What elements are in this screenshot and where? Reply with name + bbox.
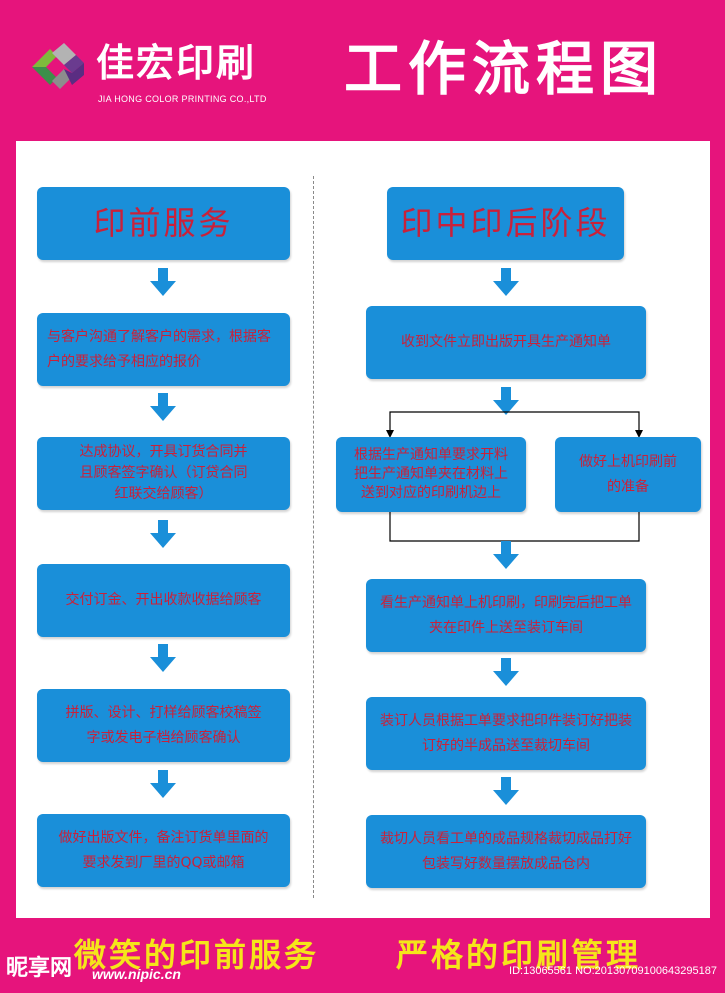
left-step-4: 拼版、设计、打样给顾客校稿签字或发电子档给顾客确认 [37,689,290,762]
down-arrow-icon [150,268,176,296]
flowchart-panel [16,141,710,918]
column-divider [313,176,314,898]
down-arrow-icon [150,770,176,798]
down-arrow-icon [493,387,519,415]
left-step-1-text: 与客户沟通了解客户的需求，根据客户的要求给予相应的报价 [47,329,271,370]
down-arrow-icon [150,393,176,421]
left-step-5: 做好出版文件，备注订货单里面的要求发到厂里的QQ或邮箱 [37,814,290,887]
page-title: 工作流程图 [344,35,665,103]
right-branch-left: 根据生产通知单要求开料把生产通知单夹在材料上送到对应的印刷机边上 [336,437,526,512]
watermark-url: www.nipic.cn [92,966,181,982]
left-heading-text: 印前服务 [93,204,234,243]
right-branch-right: 做好上机印刷前的准备 [555,437,701,512]
left-step-2: 达成协议，开具订货合同并且顾客签字确认（订贷合同红联交给顾客） [37,437,290,510]
right-heading: 印中印后阶段 [387,187,624,260]
left-step-5-text: 做好出版文件，备注订货单里面的要求发到厂里的QQ或邮箱 [58,830,269,871]
down-arrow-icon [493,541,519,569]
down-arrow-icon [150,644,176,672]
right-branch-right-text: 做好上机印刷前的准备 [579,454,677,495]
slogan-left: 微笑的印前服务 [74,936,320,974]
right-step-4-text: 装订人员根据工单要求把印件装订好把装订好的半成品送至裁切车间 [380,713,632,754]
down-arrow-icon [493,268,519,296]
right-step-4: 装订人员根据工单要求把印件装订好把装订好的半成品送至裁切车间 [366,697,646,770]
left-step-3: 交付订金、开出收款收据给顾客 [37,564,290,637]
branch-split-connector [386,411,643,438]
left-heading: 印前服务 [37,187,290,260]
right-step-3-text: 看生产通知单上机印刷，印刷完后把工单夹在印件上送至装订车间 [380,595,632,636]
branch-merge-connector [389,512,640,542]
company-logo-icon [32,43,84,89]
left-step-3-text: 交付订金、开出收款收据给顾客 [65,592,262,609]
right-step-5-text: 裁切人员看工单的成品规格裁切成品打好包装写好数量摆放成品仓内 [380,831,632,872]
right-step-5: 裁切人员看工单的成品规格裁切成品打好包装写好数量摆放成品仓内 [366,815,646,888]
right-branch-left-text: 根据生产通知单要求开料把生产通知单夹在材料上送到对应的印刷机边上 [354,447,508,501]
left-step-1: 与客户沟通了解客户的需求，根据客户的要求给予相应的报价 [37,313,290,386]
left-step-2-text: 达成协议，开具订货合同并且顾客签字确认（订贷合同红联交给顾客） [79,444,248,502]
left-step-4-text: 拼版、设计、打样给顾客校稿签字或发电子档给顾客确认 [65,705,262,746]
watermark-id: ID:13065561 NO:20130709100643295187 [509,965,717,977]
right-step-1-text: 收到文件立即出版开具生产通知单 [401,334,611,351]
slogan-right: 严格的印刷管理 [396,936,642,974]
right-step-1: 收到文件立即出版开具生产通知单 [366,306,646,379]
right-step-3: 看生产通知单上机印刷，印刷完后把工单夹在印件上送至装订车间 [366,579,646,652]
down-arrow-icon [493,658,519,686]
company-subtitle: JIA HONG COLOR PRINTING CO.,LTD [98,94,267,104]
company-name: 佳宏印刷 [96,41,257,85]
watermark-logo: 昵享网 [6,956,73,981]
down-arrow-icon [493,777,519,805]
right-heading-text: 印中印后阶段 [400,204,611,243]
down-arrow-icon [150,520,176,548]
